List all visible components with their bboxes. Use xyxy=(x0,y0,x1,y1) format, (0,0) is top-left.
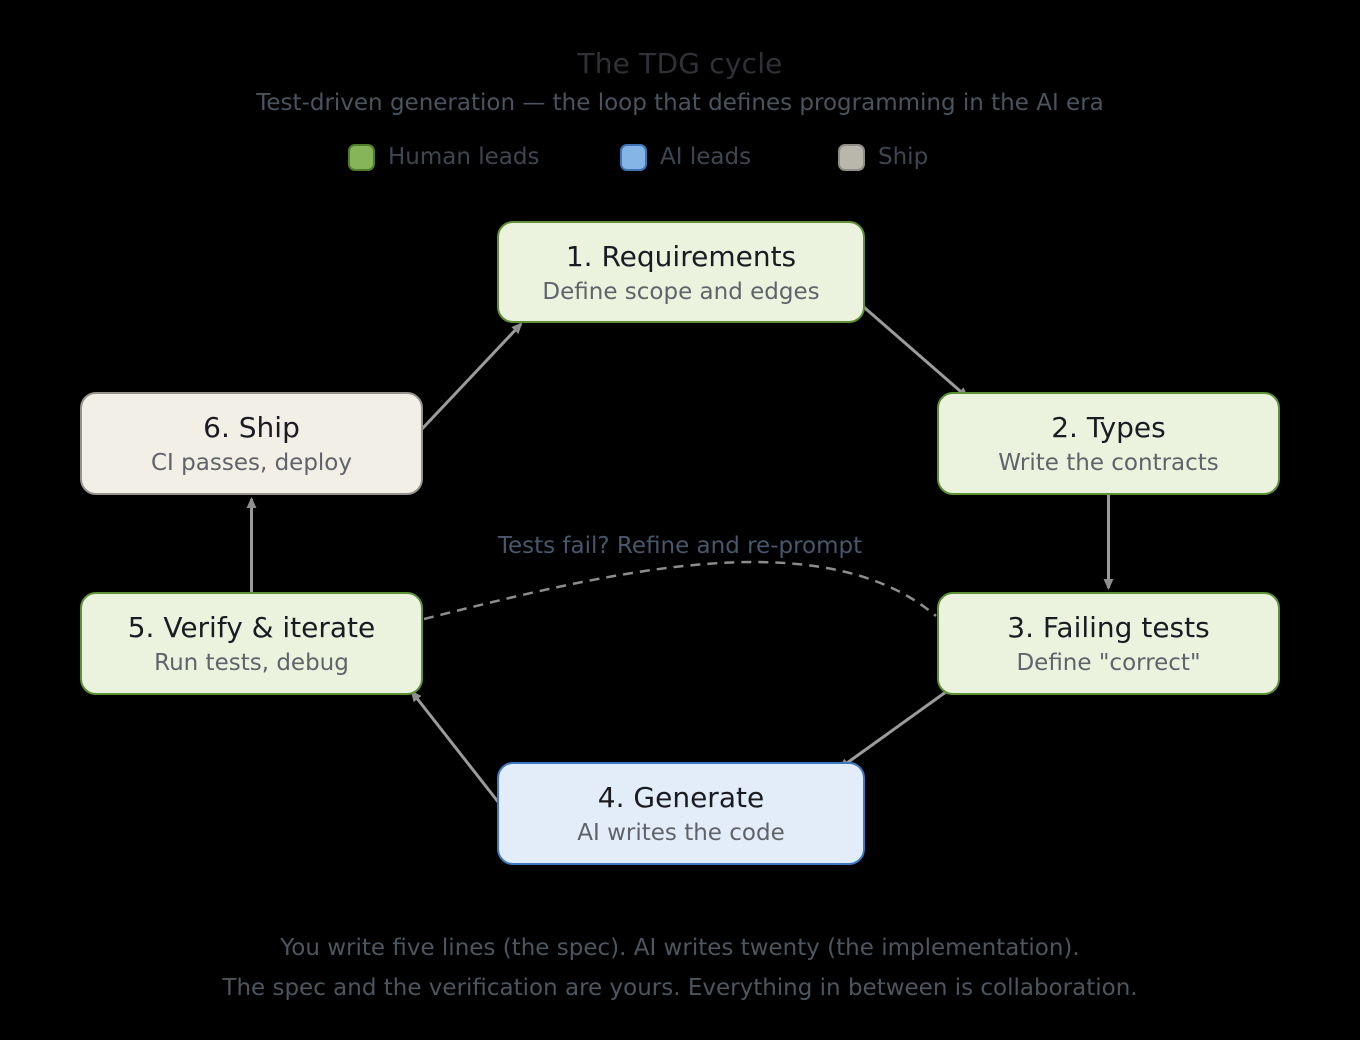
node-subtitle: Define "correct" xyxy=(1016,650,1201,676)
node-ship: 6. Ship CI passes, deploy xyxy=(80,392,423,495)
footer-line-1: You write five lines (the spec). AI writ… xyxy=(280,935,1080,961)
node-types: 2. Types Write the contracts xyxy=(937,392,1280,495)
connector-ship-to-requirements xyxy=(403,322,523,449)
legend-label: AI leads xyxy=(660,144,752,170)
legend-label: Human leads xyxy=(388,144,540,170)
legend-item-human-leads: Human leads xyxy=(348,141,539,173)
node-verify-iterate: 5. Verify & iterate Run tests, debug xyxy=(80,592,423,695)
page-title: The TDG cycle xyxy=(577,47,783,80)
footer-note: You write five lines (the spec). AI writ… xyxy=(0,928,1360,1008)
node-subtitle: Write the contracts xyxy=(998,450,1219,476)
legend-label: Ship xyxy=(878,144,929,170)
node-title: 5. Verify & iterate xyxy=(127,611,376,644)
legend-item-ai-leads: AI leads xyxy=(620,141,751,173)
ship-swatch-icon xyxy=(838,143,865,171)
node-subtitle: CI passes, deploy xyxy=(151,450,352,476)
node-title: 6. Ship xyxy=(203,411,300,444)
loop-label: Tests fail? Refine and re-prompt xyxy=(497,533,863,559)
node-title: 2. Types xyxy=(1051,411,1166,444)
ai-leads-swatch-icon xyxy=(620,143,647,171)
node-subtitle: Define scope and edges xyxy=(542,278,820,305)
node-failing-tests: 3. Failing tests Define "correct" xyxy=(937,592,1280,695)
node-subtitle: AI writes the code xyxy=(577,820,785,846)
human-leads-swatch-icon xyxy=(348,143,375,171)
node-title: 4. Generate xyxy=(597,781,765,814)
node-requirements: 1. Requirements Define scope and edges xyxy=(497,221,865,323)
node-title: 1. Requirements xyxy=(565,239,797,273)
node-generate: 4. Generate AI writes the code xyxy=(497,762,865,865)
page-subtitle: Test-driven generation — the loop that d… xyxy=(256,90,1104,116)
connector-failing-tests-to-generate xyxy=(838,687,951,770)
legend-item-ship: Ship xyxy=(838,141,928,173)
connector-generate-to-verify xyxy=(410,690,508,813)
footer-line-2: The spec and the verification are yours.… xyxy=(222,975,1138,1001)
node-title: 3. Failing tests xyxy=(1007,611,1210,644)
node-subtitle: Run tests, debug xyxy=(154,650,349,676)
loop-back-dashed-curve xyxy=(423,560,937,621)
connector-requirements-to-types xyxy=(857,300,969,399)
